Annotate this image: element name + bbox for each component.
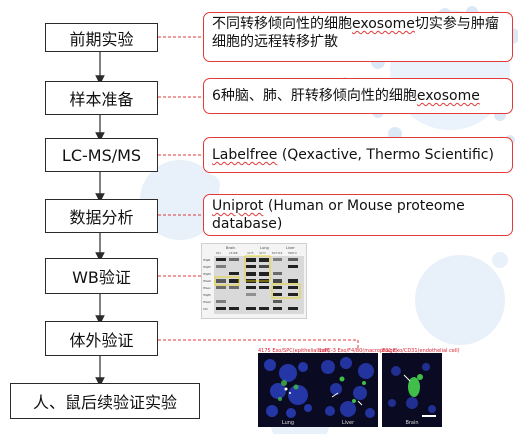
step-label: 样本准备 — [69, 90, 134, 109]
description-text: (Qexactive, Thermo Scientific) — [277, 147, 494, 163]
svg-text:NCT116: NCT116 — [272, 251, 283, 255]
micrograph-brain-graphic — [388, 363, 436, 417]
step-box-4: 数据分析 — [45, 199, 158, 233]
description-text: 切实参与肿瘤细胞的远程转移扩散 — [212, 16, 499, 50]
svg-text:ITGα6: ITGα6 — [203, 279, 211, 283]
svg-text:831: 831 — [216, 251, 221, 255]
micrograph-label: Brain — [405, 420, 419, 426]
svg-text:ITGβ1: ITGβ1 — [203, 258, 211, 262]
step-label: LC-MS/MS — [61, 145, 142, 165]
description-text: 6种脑、肺、肝转移倾向性的细胞 — [212, 88, 417, 104]
western-blot-graphic: Brain Lung Liver 831 231BR 4175 4173 NCT… — [203, 246, 304, 314]
description-underlined: Labelfree — [212, 147, 278, 163]
micrograph-liver: Liver — [318, 353, 378, 427]
description-box-1: 不同转移倾向性的细胞exosome切实参与肿瘤细胞的远程转移扩散 — [203, 12, 513, 62]
description-underlined: exosome — [352, 16, 415, 32]
micrograph-lung-graphic — [264, 359, 312, 418]
wb-group-header: Liver — [286, 246, 295, 250]
wb-group-header: Brain — [226, 246, 235, 250]
step-label: 体外验证 — [69, 330, 134, 350]
step-box-6: 体外验证 — [45, 321, 158, 356]
svg-text:ITGβ4: ITGβ4 — [203, 272, 211, 276]
step-label: WB验证 — [72, 268, 131, 287]
step-box-2: 样本准备 — [45, 81, 158, 115]
description-box-2: 6种脑、肺、肝转移倾向性的细胞exosome — [203, 78, 513, 114]
micrograph-caption: BxPC-3 Exo/F4/80(macrophage) — [318, 348, 398, 354]
svg-text:ITGβ5: ITGβ5 — [203, 293, 211, 297]
svg-text:ITGαv: ITGαv — [203, 286, 211, 290]
svg-text:4173: 4173 — [259, 251, 266, 255]
step-label: 前期实验 — [69, 29, 134, 49]
step-box-7: 人、鼠后续验证实验 — [10, 383, 200, 419]
svg-text:Ctrl: Ctrl — [203, 307, 208, 311]
step-label: 人、鼠后续验证实验 — [32, 393, 177, 412]
micrograph-lung: Lung — [258, 353, 318, 427]
step-box-3: LC-MS/MS — [45, 138, 158, 172]
micrograph-brain: Brain — [382, 353, 442, 427]
svg-text:ITGβ3: ITGβ3 — [203, 265, 211, 269]
step-box-5: WB验证 — [45, 258, 158, 294]
micrograph-label: Liver — [341, 420, 355, 426]
description-text: (Human or Mouse proteome database) — [212, 198, 465, 232]
svg-text:ITGα2: ITGα2 — [203, 300, 211, 304]
micrograph-liver-graphic — [321, 357, 375, 418]
micrograph-caption: 4175 Exo/SPC(epithelial cell) — [258, 348, 330, 354]
description-text: 不同转移倾向性的细胞 — [212, 16, 352, 32]
description-box-4: Uniprot (Human or Mouse proteome databas… — [203, 194, 513, 236]
description-box-3: Labelfree (Qexactive, Thermo Scientific) — [203, 137, 513, 173]
wb-group-header: Lung — [260, 246, 269, 250]
description-underlined: exosome — [416, 88, 480, 104]
micrograph-caption: 831 Exo/CD31(endothelial cell) — [382, 348, 460, 354]
step-label: 数据分析 — [69, 208, 134, 227]
svg-text:HPAF-II: HPAF-II — [288, 251, 297, 255]
western-blot-image: Brain Lung Liver 831 231BR 4175 4173 NCT… — [201, 243, 307, 319]
description-underlined: Uniprot — [212, 198, 264, 214]
micrograph-label: Lung — [281, 420, 295, 426]
step-box-1: 前期实验 — [45, 23, 158, 52]
svg-text:4175: 4175 — [247, 251, 254, 255]
svg-text:231BR: 231BR — [229, 251, 238, 255]
